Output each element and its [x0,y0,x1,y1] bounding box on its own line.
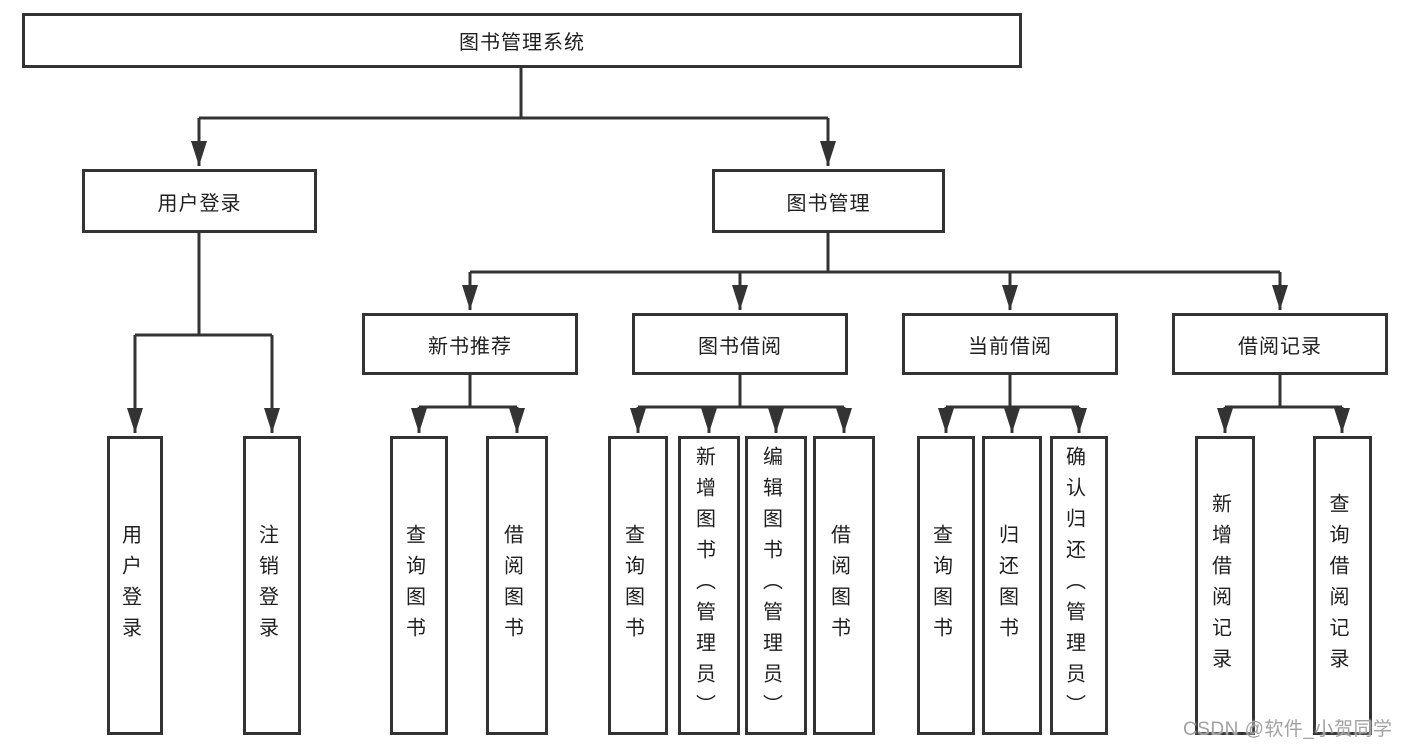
leaf-query-books-recommendation-label: 查询图书 [402,523,425,648]
csdn-watermark: CSDN @软件_小贺同学 [1183,719,1393,740]
leaf-confirm-return-admin: 确认归还（管理员） [1050,436,1108,735]
leaf-return-books-label: 归还图书 [995,523,1018,648]
node-user-login: 用户登录 [82,169,317,233]
leaf-query-borrow-record-label: 查询借阅记录 [1326,492,1348,679]
leaf-borrow-books-borrowing-label: 借阅图书 [827,523,850,648]
connector-root-to-level2 [191,68,836,166]
node-book-borrowing-label: 图书借阅 [698,335,782,358]
connector-book-borrow-children [630,375,852,433]
node-root-label: 图书管理系统 [459,32,585,54]
node-new-book-recommendation-label: 新书推荐 [428,335,512,358]
node-borrowing-records: 借阅记录 [1172,313,1388,375]
node-book-management: 图书管理 [712,169,945,233]
leaf-query-books-borrowing: 查询图书 [608,436,668,735]
leaf-user-login-label: 用户登录 [118,523,141,648]
connector-borrow-records-children [1217,375,1350,433]
leaf-user-login: 用户登录 [107,436,163,735]
leaf-query-borrow-record: 查询借阅记录 [1313,436,1372,735]
leaf-add-books-admin-label: 新增图书（管理员） [692,446,715,725]
leaf-edit-books-admin: 编辑图书（管理员） [745,436,807,735]
leaf-add-borrow-record-label: 新增借阅记录 [1208,492,1231,679]
leaf-query-books-current-label: 查询图书 [929,523,952,648]
node-book-borrowing: 图书借阅 [632,313,848,375]
connector-user-login-children [127,233,280,433]
leaf-logout-label: 注销登录 [255,523,278,648]
node-new-book-recommendation: 新书推荐 [362,313,578,375]
node-borrowing-records-label: 借阅记录 [1238,335,1322,358]
leaf-borrow-books-recommendation: 借阅图书 [486,436,548,735]
node-user-login-label: 用户登录 [157,192,242,215]
node-book-management-label: 图书管理 [786,192,871,215]
node-current-borrowing-label: 当前借阅 [968,335,1052,358]
connector-current-borrow-children [938,375,1087,433]
leaf-add-borrow-record: 新增借阅记录 [1195,436,1255,735]
leaf-borrow-books-recommendation-label: 借阅图书 [500,523,523,648]
leaf-logout: 注销登录 [243,436,301,735]
leaf-query-books-recommendation: 查询图书 [390,436,448,735]
connector-book-mgmt-children [462,233,1288,310]
node-current-borrowing: 当前借阅 [902,313,1118,375]
leaf-query-books-borrowing-label: 查询图书 [621,523,644,648]
node-root-system: 图书管理系统 [22,13,1022,68]
leaf-add-books-admin: 新增图书（管理员） [678,436,740,735]
leaf-borrow-books-borrowing: 借阅图书 [813,436,875,735]
leaf-edit-books-admin-label: 编辑图书（管理员） [759,446,782,725]
leaf-query-books-current: 查询图书 [917,436,975,735]
connector-new-book-rec-children [411,375,525,433]
leaf-return-books: 归还图书 [982,436,1042,735]
leaf-confirm-return-admin-label: 确认归还（管理员） [1062,446,1085,725]
